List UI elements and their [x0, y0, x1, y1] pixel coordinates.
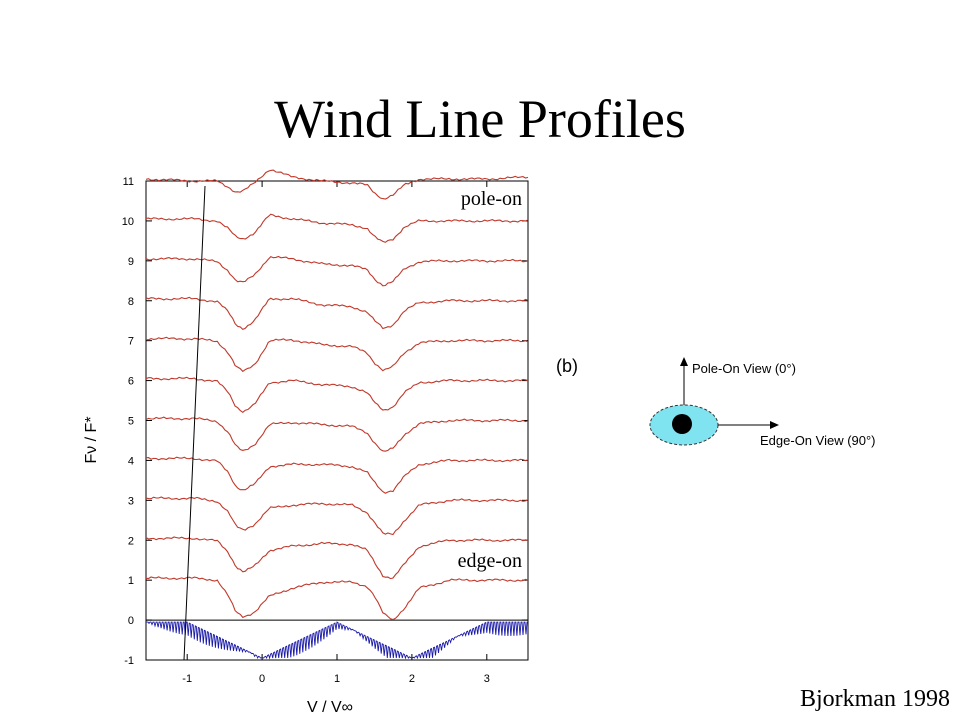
- profile-line-1: [145, 536, 529, 580]
- pole-on-view-label: Pole-On View (0°): [692, 361, 796, 376]
- inset-label: (b): [556, 356, 578, 376]
- y-tick-label: 5: [128, 416, 134, 428]
- annotation-pole-on: pole-on: [461, 188, 522, 210]
- x-tick-label: 3: [484, 673, 490, 685]
- x-tick-label: 1: [334, 673, 340, 685]
- velocity-marker-line: [183, 185, 206, 661]
- y-axis: -1 0 1 2 3 4 5 6 7 8 9 10 11: [122, 176, 528, 667]
- profile-line-2: [145, 496, 529, 536]
- geometry-inset: (b) Pole-On View (0°) Edge-On View (90°): [556, 356, 876, 448]
- y-tick-label: 6: [128, 376, 134, 388]
- profile-line-4: [145, 416, 529, 452]
- reference-spectrum-line: [146, 621, 528, 660]
- x-tick-label: -1: [182, 673, 192, 685]
- x-axis: -1 0 1 2 3: [182, 181, 490, 685]
- y-tick-label: 0: [128, 615, 134, 627]
- profile-line-7: [145, 296, 529, 331]
- y-tick-label: 8: [128, 296, 134, 308]
- x-tick-label: 2: [409, 673, 415, 685]
- profile-line-9: [145, 213, 529, 243]
- profile-line-8: [145, 255, 529, 287]
- y-tick-label: 10: [122, 216, 134, 228]
- profile-line-5: [145, 376, 529, 413]
- y-tick-label: 9: [128, 256, 134, 268]
- profile-line-6: [145, 336, 529, 373]
- slide-title: Wind Line Profiles: [274, 89, 686, 149]
- star-icon: [672, 414, 692, 434]
- annotation-edge-on: edge-on: [458, 550, 522, 572]
- y-tick-label: -1: [124, 655, 134, 667]
- reference-spectrum: [146, 619, 528, 660]
- edge-arrow-head-icon: [770, 421, 779, 429]
- y-tick-label: 11: [123, 176, 134, 188]
- profile-line-0: [145, 576, 529, 621]
- x-tick-label: 0: [259, 673, 265, 685]
- profile-series: [145, 169, 529, 621]
- y-tick-label: 1: [128, 575, 134, 587]
- y-tick-label: 2: [128, 535, 134, 547]
- citation-credit: Bjorkman 1998: [800, 686, 950, 712]
- x-axis-label: V / V∞: [307, 699, 353, 716]
- profile-line-10: [145, 169, 529, 200]
- y-tick-label: 3: [128, 495, 134, 507]
- pole-arrow-head-icon: [680, 357, 688, 366]
- profile-line-3: [145, 456, 529, 494]
- y-tick-label: 7: [128, 336, 134, 348]
- y-axis-label: Fν / F*: [83, 416, 100, 463]
- y-tick-label: 4: [128, 455, 134, 467]
- plot-frame: [145, 180, 529, 661]
- edge-on-view-label: Edge-On View (90°): [760, 433, 876, 448]
